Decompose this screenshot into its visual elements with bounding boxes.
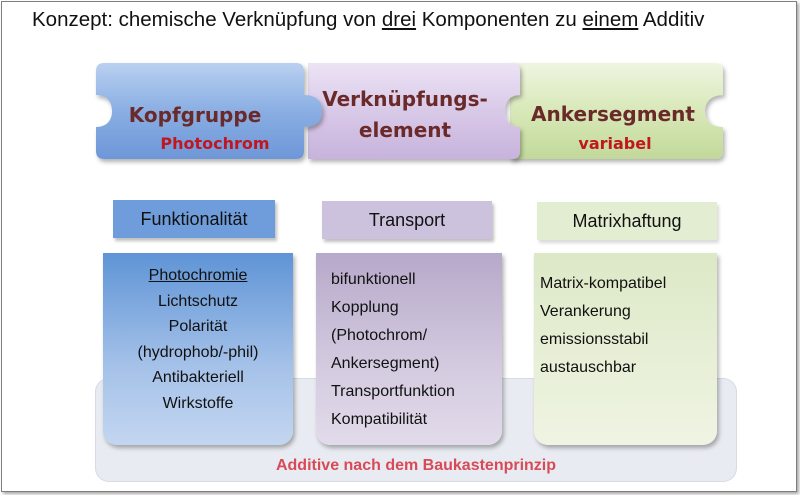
title-emphasis-einem: einem: [582, 8, 639, 31]
header-functionality: Funktionalität: [113, 200, 275, 238]
list-item: Wirkstoffe: [162, 394, 234, 412]
list-item: Kopplung: [331, 299, 399, 316]
list-item: Ankersegment): [331, 355, 440, 372]
anchor-sublabel: variabel: [578, 134, 652, 153]
column-matrix: Matrix-kompatibel Verankerung emissionss…: [534, 253, 717, 445]
link-label-line1: Verknüpfungs-: [322, 87, 488, 111]
list-item: Transportfunktion: [331, 383, 455, 400]
list-item: bifunktionell: [331, 271, 416, 288]
list-item: Polarität: [168, 318, 228, 335]
baukasten-label: Additive nach dem Baukastenprinzip: [275, 457, 557, 474]
anchor-piece: [510, 63, 723, 159]
list-item: Lichtschutz: [157, 292, 239, 310]
header-matrix: Matrixhaftung: [537, 202, 717, 240]
head-label: Kopfgruppe: [128, 103, 262, 127]
puzzle-diagram: [96, 63, 723, 159]
column-transport: bifunktionell Kopplung (Photochrom/ Anke…: [316, 253, 502, 445]
link-label-line2: element: [358, 118, 452, 142]
list-item: (hydrophob/-phil): [137, 343, 259, 361]
column-functionality: Photochromie Lichtschutz Polarität (hydr…: [103, 253, 293, 445]
list-item: Antibakteriell: [152, 369, 244, 386]
list-item: emissionsstabil: [540, 331, 649, 348]
header-transport: Transport: [322, 201, 492, 239]
link-piece: [308, 63, 520, 159]
list-item: austauschbar: [540, 359, 637, 376]
title-emphasis-drei: drei: [381, 8, 417, 31]
anchor-label: Ankersegment: [531, 102, 695, 126]
list-item: (Photochrom/: [331, 327, 428, 344]
list-item: Photochromie: [148, 267, 248, 284]
slide-title: Konzept: chemische Verknüpfung von drei …: [32, 8, 705, 31]
list-item: Kompatibilität: [331, 411, 428, 428]
list-item: Verankerung: [540, 303, 631, 320]
head-piece: [96, 63, 322, 159]
list-item: Matrix-kompatibel: [540, 275, 667, 292]
head-sublabel: Photochrom: [160, 134, 270, 153]
